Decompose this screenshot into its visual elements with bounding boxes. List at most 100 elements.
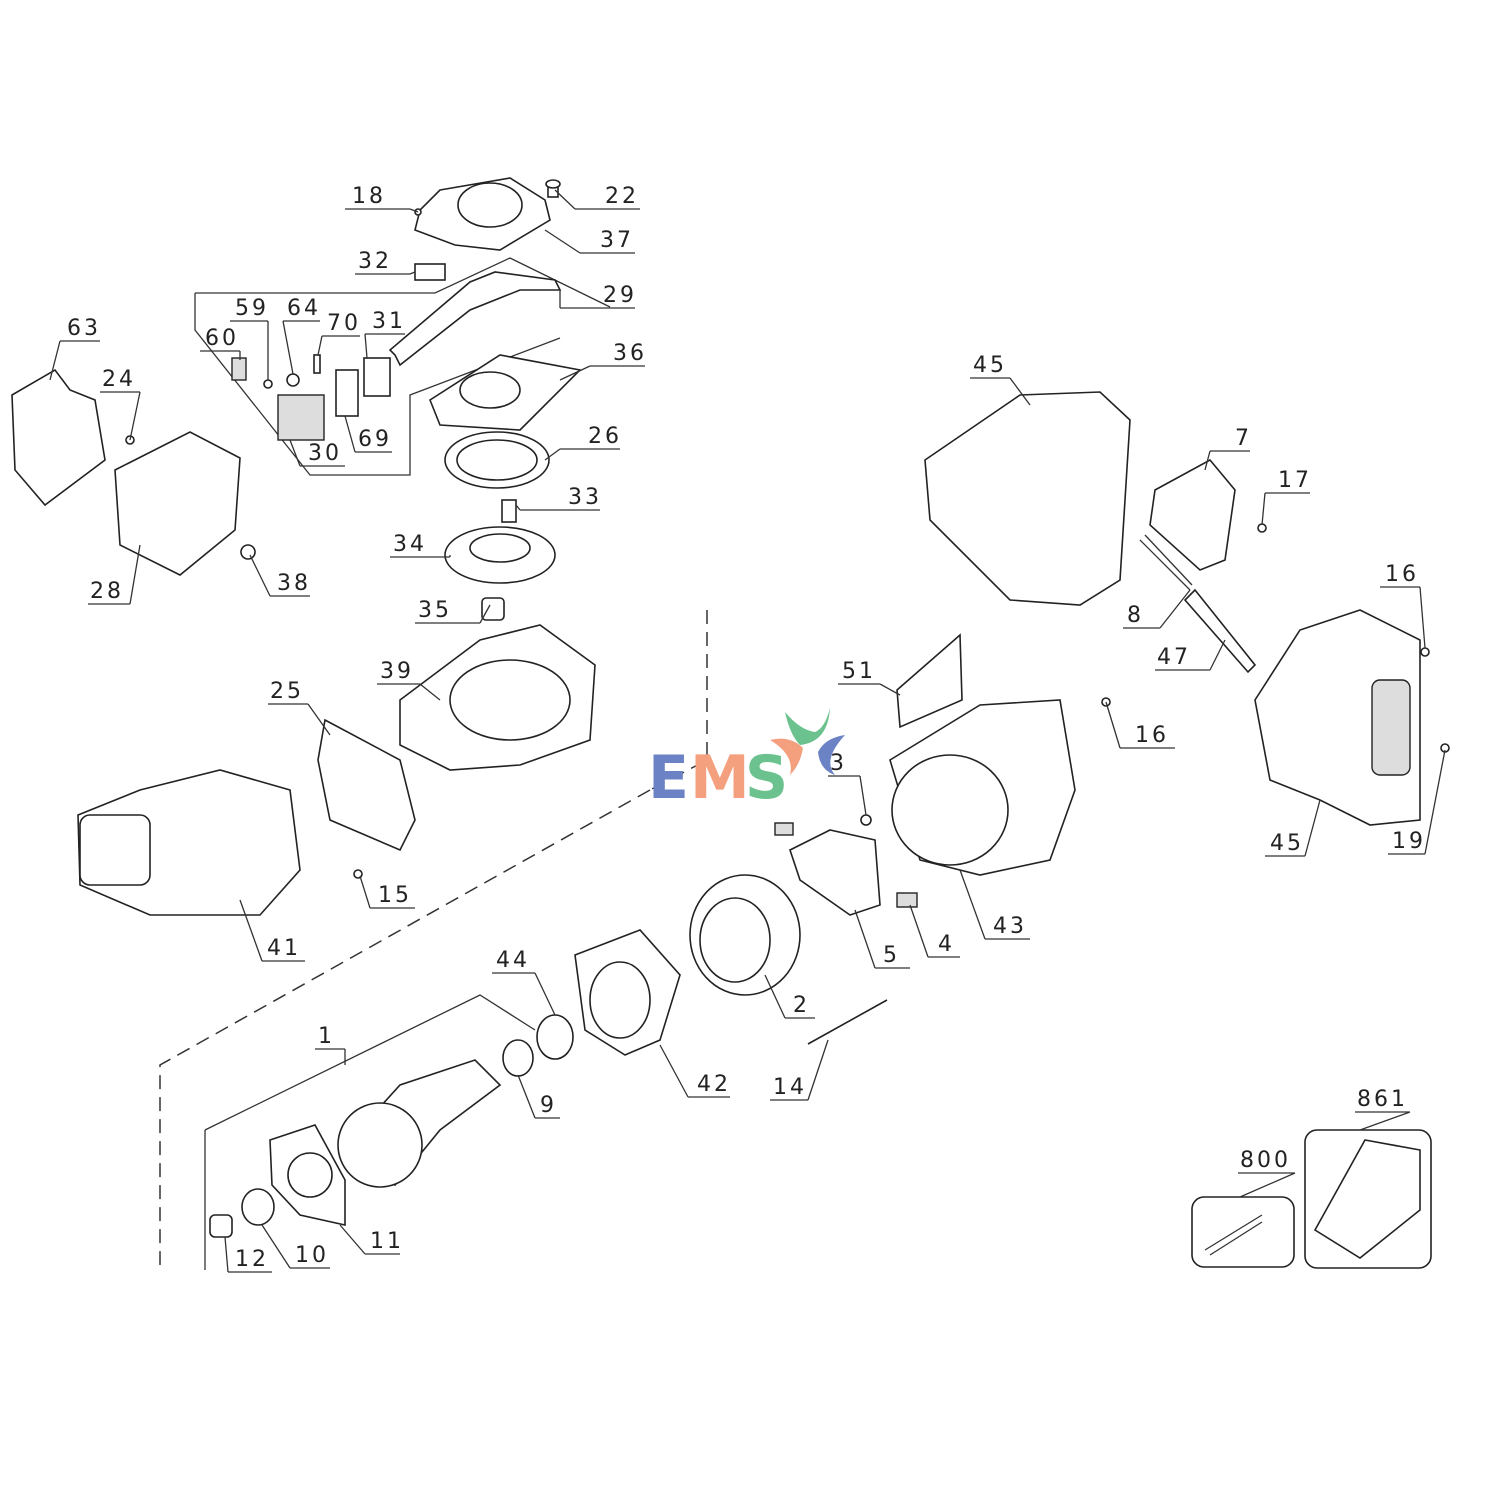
- callout-26: 26: [544, 424, 622, 461]
- callout-51: 51: [838, 659, 901, 696]
- leader-line: [249, 554, 310, 597]
- logo-letter-e: E: [648, 743, 689, 813]
- callout-number: 3: [830, 751, 847, 776]
- pin-70: [313, 354, 321, 374]
- callout-number: 45: [973, 353, 1007, 378]
- callout-number: 9: [540, 1093, 557, 1118]
- callout-number: 22: [605, 184, 639, 209]
- assembly-dashed-line: [159, 789, 651, 1265]
- screw-17: [1257, 523, 1267, 533]
- callout-28: 28: [88, 544, 141, 605]
- callout-16: 16: [1380, 562, 1426, 649]
- callout-3: 3: [828, 751, 867, 816]
- gear-case-39-bore: [449, 659, 571, 741]
- assembly-dashed-line: [649, 610, 708, 791]
- bolt-14: [807, 999, 888, 1045]
- callout-43: 43: [959, 869, 1030, 940]
- leader-line: [854, 909, 910, 969]
- screw-22: [545, 179, 561, 198]
- callout-60: 60: [200, 326, 241, 360]
- screw-16: [1420, 647, 1430, 657]
- leader-line: [289, 439, 345, 467]
- part-32: [414, 263, 446, 281]
- callout-9: 9: [517, 1074, 560, 1119]
- plate-36-hole: [459, 371, 521, 409]
- kit-800-box: [1191, 1196, 1295, 1268]
- leader-line: [770, 1039, 829, 1101]
- callout-18: 18: [345, 184, 419, 213]
- callout-30: 30: [289, 439, 345, 467]
- plate-63: [11, 368, 106, 507]
- leader-line: [515, 504, 600, 511]
- callout-17: 17: [1261, 468, 1312, 526]
- leader-line: [355, 271, 416, 275]
- leader-line: [838, 683, 901, 696]
- leader-line: [268, 703, 331, 736]
- blade-800: [1204, 1214, 1263, 1256]
- callout-number: 12: [235, 1247, 269, 1272]
- baffle-42-hole: [589, 961, 651, 1039]
- callout-33: 33: [515, 485, 600, 511]
- leader-line: [1204, 450, 1250, 471]
- callout-5: 5: [854, 909, 910, 969]
- logo-letter-s: S: [745, 743, 788, 813]
- callout-number: 39: [380, 659, 414, 684]
- callout-number: 17: [1278, 468, 1312, 493]
- callout-number: 861: [1357, 1087, 1408, 1112]
- callout-32: 32: [355, 249, 416, 275]
- leader-line: [828, 775, 867, 816]
- button-38: [240, 544, 256, 560]
- leader-line: [230, 320, 269, 380]
- callout-number: 32: [358, 249, 392, 274]
- callout-number: 1: [318, 1024, 335, 1049]
- brush-4: [896, 892, 918, 908]
- leader-line: [1105, 701, 1175, 749]
- leader-line: [339, 1224, 400, 1255]
- callout-number: 44: [496, 948, 530, 973]
- spring-64: [286, 373, 300, 387]
- leader-line: [1155, 639, 1226, 671]
- leader-line: [377, 683, 441, 701]
- callout-number: 34: [393, 532, 427, 557]
- leader-line: [415, 604, 491, 624]
- leader-line: [544, 229, 635, 254]
- callout-36: 36: [559, 341, 645, 381]
- callout-number: 2: [793, 993, 810, 1018]
- callout-number: 14: [773, 1075, 807, 1100]
- baffle-11-hole: [287, 1152, 333, 1198]
- washer-9: [502, 1039, 534, 1077]
- leader-line: [200, 350, 241, 360]
- callout-number: 8: [1127, 603, 1144, 628]
- callout-19: 19: [1388, 749, 1446, 855]
- callout-number: 19: [1392, 829, 1426, 854]
- callout-10: 10: [261, 1224, 330, 1269]
- callout-7: 7: [1204, 426, 1252, 471]
- brush-4-b: [774, 822, 794, 836]
- leader-line: [88, 544, 141, 605]
- leader-line: [224, 1236, 272, 1273]
- callout-number: 7: [1235, 426, 1252, 451]
- callout-number: 47: [1157, 645, 1191, 670]
- callout-number: 800: [1240, 1148, 1291, 1173]
- leader-line: [554, 189, 640, 210]
- callout-number: 42: [697, 1072, 731, 1097]
- leader-line: [317, 335, 360, 356]
- ems-logo: E M S: [648, 708, 845, 813]
- callout-38: 38: [249, 554, 311, 597]
- callout-861: 861: [1355, 1087, 1411, 1131]
- callout-14: 14: [770, 1039, 829, 1101]
- callout-number: 38: [277, 571, 311, 596]
- callout-number: 63: [67, 316, 101, 341]
- callout-34: 34: [390, 532, 451, 558]
- callout-number: 29: [603, 283, 637, 308]
- leader-line: [261, 1224, 330, 1269]
- callout-47: 47: [1155, 639, 1226, 671]
- leader-line: [282, 320, 320, 375]
- brush-holder-5: [789, 829, 881, 916]
- callout-number: 26: [588, 424, 622, 449]
- callout-number: 11: [370, 1229, 404, 1254]
- switch-30: [277, 394, 325, 441]
- switch-7: [1149, 458, 1236, 571]
- callout-number: 30: [308, 441, 342, 466]
